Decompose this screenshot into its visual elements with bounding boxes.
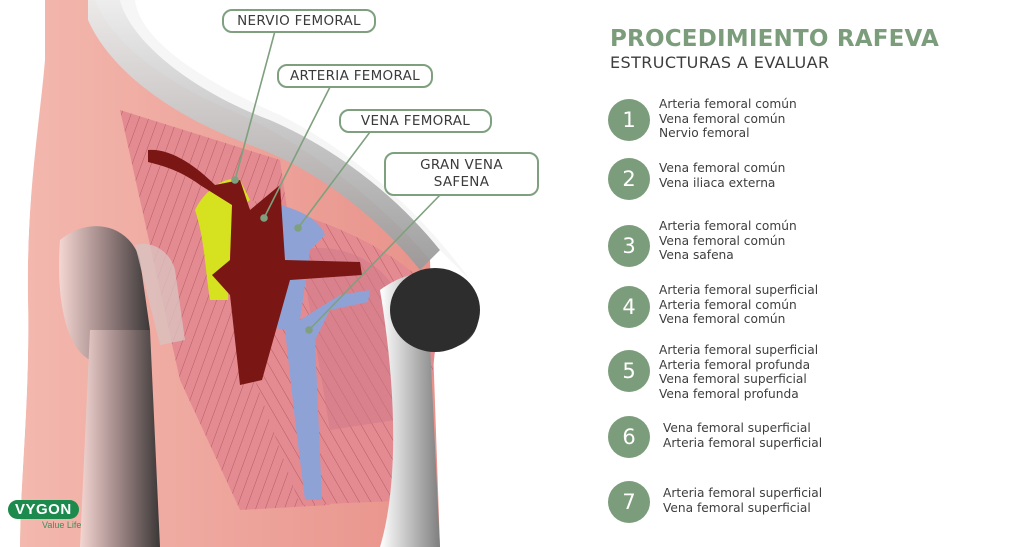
step-line: Nervio femoral — [659, 126, 750, 141]
logo-tagline: Value Life — [42, 520, 82, 530]
step-item: 5 Arteria femoral superficial Arteria fe… — [608, 343, 1018, 410]
step-item: 7 Arteria femoral superficial Vena femor… — [608, 481, 1018, 541]
step-number: 7 — [608, 481, 650, 523]
step-line: Arteria femoral profunda — [659, 357, 811, 372]
step-number: 1 — [608, 99, 650, 141]
step-line: Arteria femoral común — [659, 219, 797, 233]
femur-head — [59, 226, 150, 364]
pectineus-muscle — [300, 248, 400, 430]
page-title: PROCEDIMIENTO RAFEVA — [610, 26, 939, 52]
page-subtitle: ESTRUCTURAS A EVALUAR — [610, 53, 830, 72]
anatomy-illustration — [0, 0, 480, 547]
step-line: Arteria femoral común — [659, 297, 797, 312]
step-number: 4 — [608, 286, 650, 328]
step-line: Vena iliaca externa — [659, 175, 776, 190]
step-item: 1 Arteria femoral común Vena femoral com… — [608, 97, 1018, 159]
step-line: Arteria femoral superficial — [663, 486, 823, 500]
step-line: Vena femoral superficial — [659, 372, 807, 387]
step-number: 5 — [608, 350, 650, 392]
callout-femoral-vein: VENA FEMORAL — [339, 109, 492, 133]
callout-great-saphenous-vein: GRAN VENA SAFENA — [384, 152, 539, 196]
logo-brand: VYGON — [8, 500, 79, 519]
step-line: Vena femoral común — [659, 233, 786, 248]
step-line: Vena femoral común — [659, 111, 786, 126]
step-number: 2 — [608, 158, 650, 200]
step-item: 6 Vena femoral superficial Arteria femor… — [608, 416, 1018, 476]
callout-femoral-artery: ARTERIA FEMORAL — [277, 64, 433, 88]
femoral-artery — [148, 149, 362, 385]
step-number: 6 — [608, 416, 650, 458]
step-line: Vena femoral profunda — [659, 386, 799, 401]
step-number: 3 — [608, 225, 650, 267]
skin-shadow — [0, 0, 45, 547]
callout-femoral-nerve: NERVIO FEMORAL — [222, 9, 376, 33]
step-line: Vena safena — [659, 248, 734, 263]
callout-leaders — [231, 30, 441, 334]
step-item: 4 Arteria femoral superficial Arteria fe… — [608, 283, 1018, 346]
step-line: Arteria femoral superficial — [659, 283, 819, 297]
step-line: Vena femoral superficial — [663, 421, 811, 435]
inguinal-fold — [88, 0, 440, 270]
step-line: Arteria femoral superficial — [659, 343, 819, 357]
step-line: Vena femoral común — [659, 161, 786, 175]
step-line: Arteria femoral superficial — [663, 435, 823, 450]
vygon-logo: VYGON Value Life — [8, 500, 81, 530]
step-line: Vena femoral común — [659, 312, 786, 327]
femur-shaft — [80, 330, 160, 547]
step-line: Vena femoral superficial — [663, 500, 811, 515]
step-line: Arteria femoral común — [659, 97, 797, 111]
step-item: 3 Arteria femoral común Vena femoral com… — [608, 219, 1018, 285]
step-item: 2 Vena femoral común Vena iliaca externa — [608, 158, 1018, 218]
